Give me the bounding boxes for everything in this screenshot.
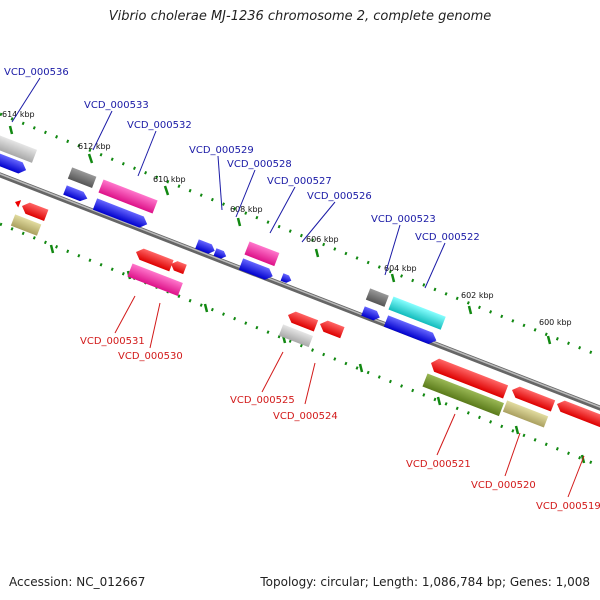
gene-blue-long-2[interactable]: [383, 315, 439, 346]
genome-summary-text: Topology: circular; Length: 1,086,784 bp…: [260, 575, 590, 589]
locus-label-vcd-000529[interactable]: VCD_000529: [189, 145, 254, 156]
gene-red-4[interactable]: [318, 318, 345, 339]
gene-blue-small[interactable]: [63, 185, 89, 203]
gene-gray-rev[interactable]: [278, 324, 314, 348]
locus-label-vcd-000520[interactable]: VCD_000520: [471, 480, 536, 491]
genome-backbone: [0, 172, 600, 411]
locus-label-vcd-000528[interactable]: VCD_000528: [227, 159, 292, 170]
tick-label-600: 600 kbp: [539, 318, 572, 327]
locus-label-vcd-000524[interactable]: VCD_000524: [273, 411, 338, 422]
locus-label-vcd-000519[interactable]: VCD_000519: [536, 501, 600, 512]
locus-label-vcd-000527[interactable]: VCD_000527: [267, 176, 332, 187]
gene-blue-outer[interactable]: [0, 150, 28, 176]
gene-blue-long[interactable]: [92, 198, 150, 229]
locus-label-vcd-000521[interactable]: VCD_000521: [406, 459, 471, 470]
tick-label-608: 608 kbp: [230, 205, 263, 214]
accession-text: Accession: NC_012667: [9, 575, 146, 589]
gene-red-2[interactable]: [169, 259, 187, 275]
tick-label-602: 602 kbp: [461, 291, 494, 300]
locus-label-vcd-000536[interactable]: VCD_000536: [4, 67, 69, 78]
tick-label-606: 606 kbp: [306, 235, 339, 244]
gene-magenta[interactable]: [98, 179, 158, 214]
locus-label-vcd-000531[interactable]: VCD_000531: [80, 336, 145, 347]
locus-label-vcd-000526[interactable]: VCD_000526: [307, 191, 372, 202]
gene-gray-outer[interactable]: [0, 131, 38, 163]
gene-blue-mid[interactable]: [238, 258, 275, 281]
gene-red-small[interactable]: [20, 200, 49, 221]
locus-label-vcd-000522[interactable]: VCD_000522: [415, 232, 480, 243]
gene-cyan[interactable]: [388, 296, 446, 330]
locus-label-vcd-000525[interactable]: VCD_000525: [230, 395, 295, 406]
locus-label-vcd-000523[interactable]: VCD_000523: [371, 214, 436, 225]
gene-blue-pair-a[interactable]: [195, 239, 216, 255]
gene-dark-gray-2[interactable]: [365, 288, 389, 307]
locus-label-vcd-000530[interactable]: VCD_000530: [118, 351, 183, 362]
tick-label-614: 614 kbp: [2, 110, 35, 119]
gene-olive[interactable]: [422, 373, 504, 417]
gene-red-5[interactable]: [510, 384, 556, 412]
gene-magenta-rev[interactable]: [127, 263, 183, 297]
gene-red-6[interactable]: [555, 398, 600, 432]
tick-label-610: 610 kbp: [153, 175, 186, 184]
gene-red-1[interactable]: [134, 246, 174, 272]
leaders-bottom: [114, 295, 585, 498]
locus-label-vcd-000533[interactable]: VCD_000533: [84, 100, 149, 111]
gene-red-tiny-arrow[interactable]: [14, 198, 22, 208]
gene-red-long[interactable]: [428, 356, 509, 399]
gene-magenta-small[interactable]: [244, 241, 280, 267]
leaders-top: [11, 77, 446, 289]
major-ticks-top: [8, 125, 552, 345]
gene-red-3[interactable]: [286, 309, 319, 332]
locus-label-vcd-000532[interactable]: VCD_000532: [127, 120, 192, 131]
tick-label-604: 604 kbp: [384, 264, 417, 273]
gene-khaki-outer[interactable]: [10, 214, 42, 236]
gene-blue-small-2[interactable]: [361, 306, 381, 322]
gene-blue-pair-b[interactable]: [213, 248, 228, 260]
gene-khaki[interactable]: [502, 400, 549, 428]
gene-dark-gray[interactable]: [67, 167, 97, 188]
map-title: Vibrio cholerae MJ-1236 chromosome 2, co…: [108, 9, 492, 24]
gene-blue-tiny[interactable]: [280, 273, 293, 284]
